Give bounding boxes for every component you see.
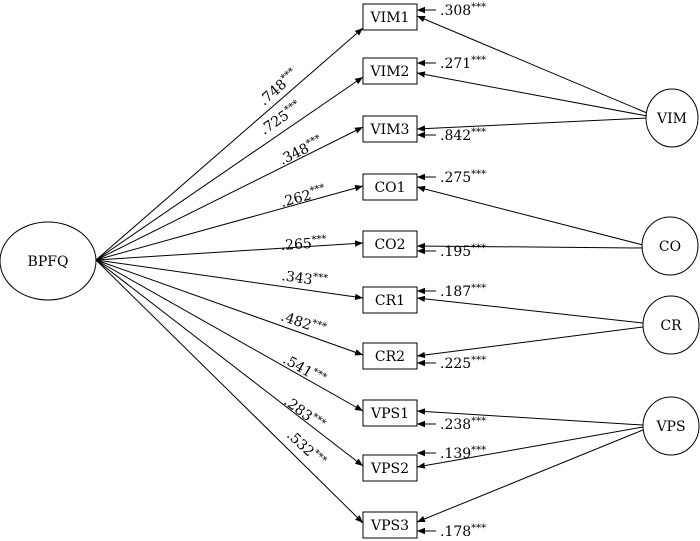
indicator-vps1: VPS1 <box>362 399 418 427</box>
indicator-label: CR1 <box>375 293 405 309</box>
path-bpfq-cr1 <box>95 259 364 301</box>
path-coef-co2: .265*** <box>280 234 327 254</box>
path-vim-vim2 <box>416 71 648 117</box>
path-co-co2 <box>416 242 644 250</box>
loading-vps2: .139*** <box>440 445 486 462</box>
latent-label-bpfq: BPFQ <box>28 254 69 270</box>
latent-label-cr: CR <box>660 318 682 334</box>
path-bpfq-vim2 <box>95 76 364 261</box>
indicator-co1: CO1 <box>362 173 418 201</box>
loading-vim2: .271*** <box>440 55 486 72</box>
path-bpfq-vps1 <box>95 259 364 412</box>
path-coef-vps2: .283*** <box>281 393 328 434</box>
indicator-vim3: VIM3 <box>362 115 418 143</box>
indicator-cr1: CR1 <box>362 286 418 314</box>
latent-co: CO <box>641 216 699 276</box>
loading-vps1: .238*** <box>440 416 486 433</box>
loading-co2: .195*** <box>440 243 486 260</box>
indicator-label: CO1 <box>374 180 405 196</box>
factor-loadings: .308*** .271*** .842*** .275*** .195*** … <box>440 2 486 540</box>
indicator-vim2: VIM2 <box>362 57 418 85</box>
indicator-label: VIM1 <box>370 10 410 26</box>
indicator-label: VIM3 <box>370 122 410 138</box>
indicator-boxes: VIM1 VIM2 VIM3 CO1 CO2 CR1 CR2 VPS1 <box>362 3 418 539</box>
path-bpfq-vps2 <box>95 259 364 467</box>
path-cr-cr1 <box>416 295 644 324</box>
path-coef-co1: .262*** <box>279 182 328 210</box>
latent-vps: VPS <box>642 396 700 456</box>
path-bpfq-vim1 <box>95 27 364 261</box>
indicator-vps2: VPS2 <box>362 454 418 482</box>
path-coef-cr1: .343*** <box>280 267 328 290</box>
indicator-vps3: VPS3 <box>362 511 418 539</box>
loading-cr2: .225*** <box>440 355 486 372</box>
latent-vim: VIM <box>645 88 699 148</box>
path-vim-vim1 <box>416 15 648 114</box>
latent-label-co: CO <box>659 239 681 255</box>
path-vps-vps2 <box>416 426 644 469</box>
loading-co1: .275*** <box>440 169 486 186</box>
bpfq-path-coefficients: .748*** .725*** .348*** .262*** .265*** … <box>256 66 329 470</box>
loading-cr1: .187*** <box>440 283 486 300</box>
path-bpfq-cr2 <box>95 259 364 356</box>
path-vps-vps3 <box>416 429 644 523</box>
indicator-co2: CO2 <box>362 230 418 258</box>
loading-vim1: .308*** <box>440 2 486 19</box>
indicator-vim1: VIM1 <box>362 3 418 31</box>
loading-vim3: .842*** <box>440 127 486 144</box>
latent-bpfq: BPFQ <box>0 221 97 301</box>
indicator-label: VPS3 <box>370 518 409 534</box>
path-bpfq-co2 <box>95 240 364 261</box>
indicator-label: VPS2 <box>370 461 409 477</box>
path-cr-cr2 <box>416 326 644 359</box>
path-co-co1 <box>416 185 644 246</box>
path-coef-vim3: .348*** <box>276 133 325 169</box>
indicator-label: CR2 <box>375 349 405 365</box>
path-coef-vps1: .541*** <box>280 351 328 389</box>
indicator-cr2: CR2 <box>362 342 418 370</box>
loading-vps3: .178*** <box>440 523 486 540</box>
loading-arrows <box>417 6 436 535</box>
path-bpfq-vps3 <box>95 259 364 524</box>
latent-variables: BPFQ VIM CO CR VPS <box>0 88 700 456</box>
path-vim-vim3 <box>416 117 648 132</box>
indicator-label: CO2 <box>374 237 405 253</box>
path-bpfq-vim3 <box>95 126 364 261</box>
path-coef-vps3: .532*** <box>283 426 328 470</box>
factor-paths <box>416 15 648 523</box>
latent-cr: CR <box>642 295 700 355</box>
path-bpfq-co1 <box>95 185 364 261</box>
path-vps-vps1 <box>416 408 644 426</box>
indicator-label: VIM2 <box>370 64 410 80</box>
indicator-label: VPS1 <box>370 406 409 422</box>
latent-label-vim: VIM <box>656 111 687 127</box>
latent-label-vps: VPS <box>655 419 685 435</box>
bpfq-paths <box>95 27 364 524</box>
